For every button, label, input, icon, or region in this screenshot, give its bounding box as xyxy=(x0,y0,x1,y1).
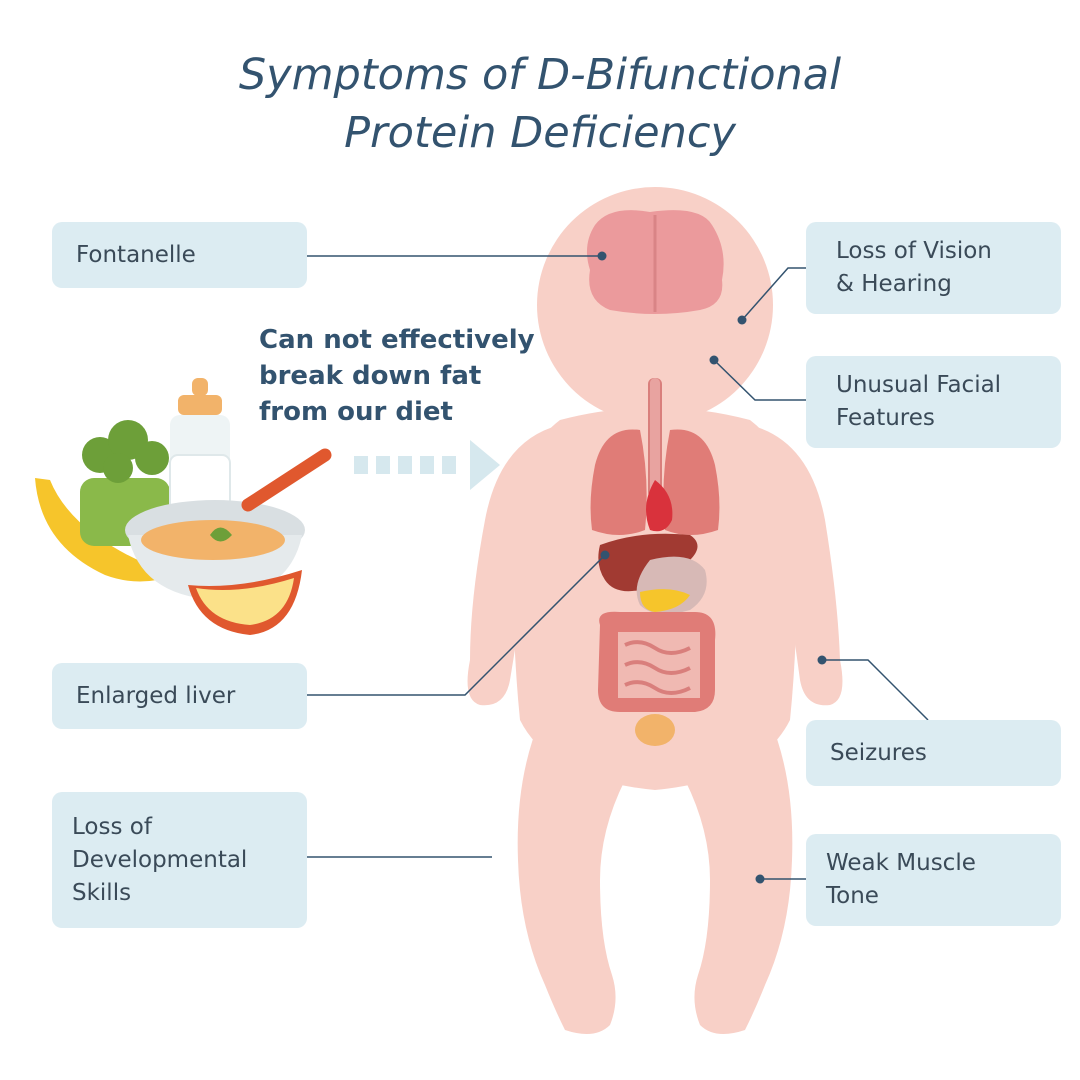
label-facial-features: Unusual Facial Features xyxy=(806,356,1061,448)
label-facial-features-text: Unusual Facial Features xyxy=(836,372,1002,431)
trachea xyxy=(648,378,662,498)
baby-body xyxy=(467,187,843,1034)
spoon xyxy=(241,448,332,512)
diet-callout-text: Can not effectively break down fat from … xyxy=(259,325,535,427)
label-seizures-text: Seizures xyxy=(830,739,927,766)
digestive-organs xyxy=(598,556,716,712)
label-developmental-skills-text: Loss of Developmental Skills xyxy=(72,813,248,906)
label-fontanelle: Fontanelle xyxy=(52,222,307,288)
dashed-arrow xyxy=(354,440,500,490)
lungs xyxy=(590,429,720,535)
food-illustration xyxy=(35,378,332,635)
label-vision-hearing-text: Loss of Vision & Hearing xyxy=(836,238,992,297)
label-seizures: Seizures xyxy=(806,720,1061,786)
label-weak-muscle-tone-text: Weak Muscle Tone xyxy=(826,850,976,909)
bladder xyxy=(635,714,675,746)
milk-bottle xyxy=(169,378,231,516)
broccoli xyxy=(82,420,169,483)
label-vision-hearing: Loss of Vision & Hearing xyxy=(806,222,1061,314)
label-developmental-skills: Loss of Developmental Skills xyxy=(52,792,307,928)
label-enlarged-liver-text: Enlarged liver xyxy=(76,682,236,709)
liver xyxy=(598,533,698,592)
title-line-1: Symptoms of D-Bifunctional xyxy=(238,50,842,100)
label-weak-muscle-tone: Weak Muscle Tone xyxy=(806,834,1061,926)
connector-lines xyxy=(288,255,929,880)
brain xyxy=(586,210,724,314)
label-fontanelle-text: Fontanelle xyxy=(76,241,196,268)
label-enlarged-liver: Enlarged liver xyxy=(52,663,307,729)
connector-dots xyxy=(597,251,827,884)
page-title: Symptoms of D-Bifunctional Protein Defic… xyxy=(0,46,1080,162)
title-line-2: Protein Deficiency xyxy=(344,108,736,158)
